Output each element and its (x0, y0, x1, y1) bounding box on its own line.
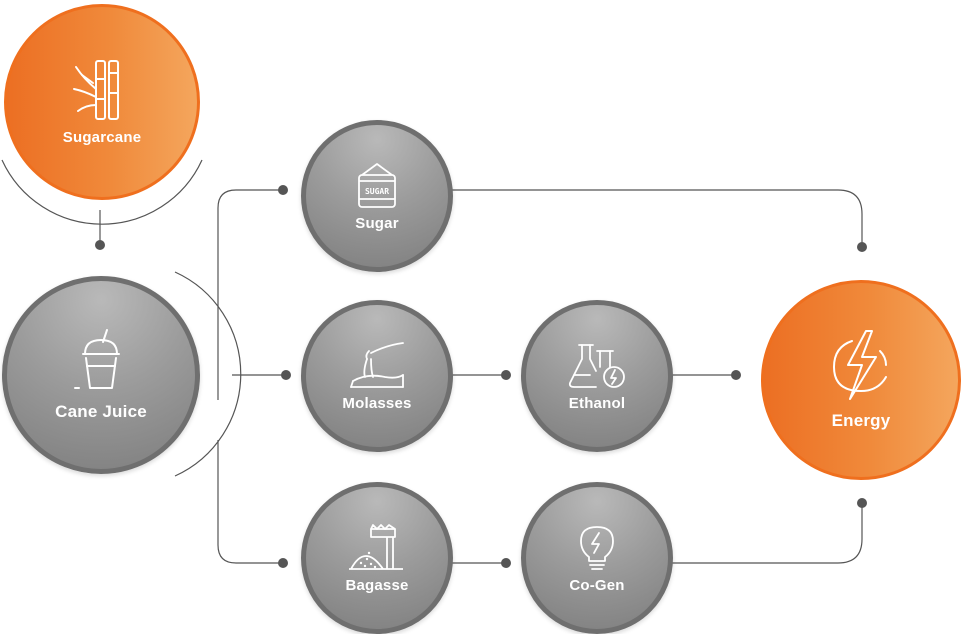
node-cane-juice: Cane Juice (2, 276, 200, 474)
connector-dot (281, 370, 291, 380)
node-label: Bagasse (345, 576, 409, 594)
sugar-bag-icon: SUGAR (358, 162, 396, 208)
flask-energy-icon (568, 343, 625, 388)
node-label: Sugar (355, 214, 399, 232)
sugarcane-icon (73, 59, 119, 120)
connector-dot (857, 242, 867, 252)
connector-dot (501, 370, 511, 380)
sugarcane-arc (1, 159, 203, 225)
node-co-gen: Co-Gen (521, 482, 673, 634)
node-bagasse: Bagasse (301, 482, 453, 634)
sugar-bag-text: SUGAR (365, 187, 389, 196)
connector-sugar-energy (452, 189, 863, 247)
cane-juice-arc (174, 271, 242, 477)
node-label: Molasses (342, 394, 412, 412)
lightbulb-icon (580, 525, 614, 570)
connector-dot (501, 558, 511, 568)
bagasse-pile-icon (349, 523, 403, 570)
node-label: Cane Juice (55, 402, 147, 421)
juice-cup-icon (74, 329, 120, 389)
node-sugar: SUGAR Sugar (301, 120, 453, 272)
connector-juice-sugar (217, 189, 283, 400)
node-label: Sugarcane (62, 128, 142, 146)
node-sugarcane: Sugarcane (4, 4, 200, 200)
connector-dot (278, 185, 288, 195)
node-energy: Energy (761, 280, 961, 480)
connector-cogen-energy (672, 503, 863, 564)
connector-dot (731, 370, 741, 380)
connector-dot (278, 558, 288, 568)
node-label: Co-Gen (569, 576, 625, 594)
connector-dot (857, 498, 867, 508)
connector-juice-bagasse (217, 440, 283, 564)
node-molasses: Molasses (301, 300, 453, 452)
node-label: Energy (831, 411, 891, 430)
node-label: Ethanol (568, 394, 626, 412)
molasses-spoon-icon (350, 341, 404, 388)
connector-dot (95, 240, 105, 250)
lightning-icon (833, 330, 887, 400)
node-ethanol: Ethanol (521, 300, 673, 452)
